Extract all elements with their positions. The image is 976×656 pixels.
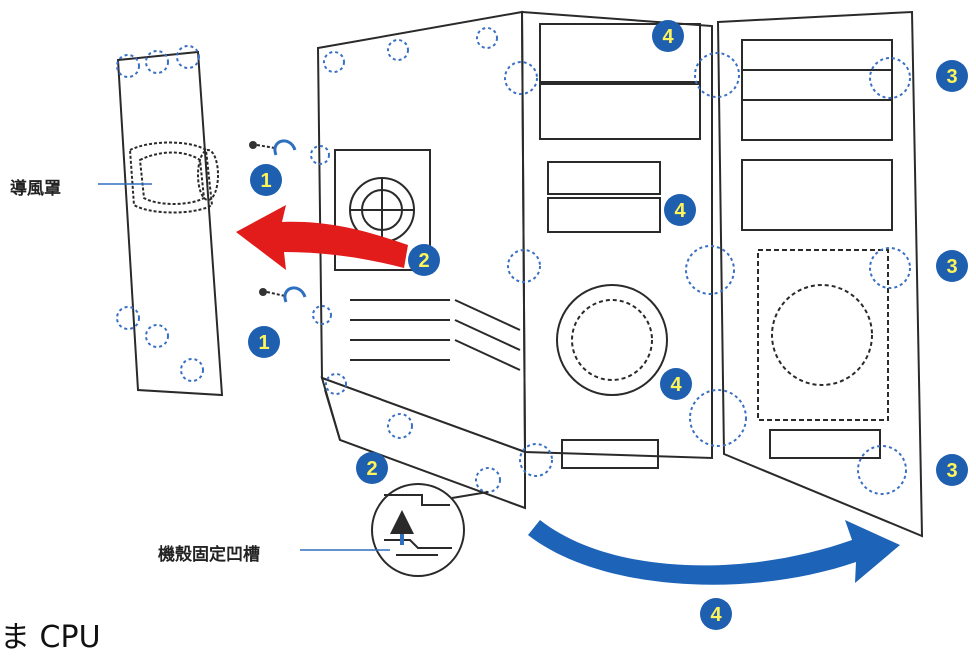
step-marker-number: 2 <box>366 458 377 480</box>
step-marker-number: 4 <box>710 604 722 626</box>
step-marker-2: 2 <box>408 244 440 276</box>
step-marker-number: 2 <box>418 250 429 272</box>
step-marker-circle <box>936 60 968 92</box>
step-markers: 1 1 2 2 3 3 3 4 4 4 4 <box>248 20 968 630</box>
blue-swing-arrow <box>528 520 900 585</box>
chassis-groove-label: 機殼固定凹槽 <box>158 545 260 565</box>
dotted-detail-circles <box>116 27 911 495</box>
step-marker-number: 3 <box>946 460 957 482</box>
step-marker-4: 4 <box>660 368 692 400</box>
step-marker-circle <box>408 244 440 276</box>
step-marker-number: 3 <box>946 66 957 88</box>
step-marker-4: 4 <box>664 194 696 226</box>
step-marker-3: 3 <box>936 250 968 282</box>
step-marker-number: 4 <box>662 26 674 48</box>
step-marker-circle <box>660 368 692 400</box>
step-marker-4: 4 <box>652 20 684 52</box>
step-marker-1: 1 <box>248 326 280 358</box>
step-marker-number: 3 <box>946 256 957 278</box>
step-marker-circle <box>652 20 684 52</box>
rotate-arrow-icon <box>273 139 307 303</box>
step-marker-1: 1 <box>250 164 282 196</box>
chassis-body <box>316 10 713 510</box>
step-marker-circle <box>936 454 968 486</box>
step-marker-circle <box>356 452 388 484</box>
step-marker-2: 2 <box>356 452 388 484</box>
footer-fragment-text: ま CPU <box>0 620 101 655</box>
step-marker-number: 1 <box>260 170 271 192</box>
step-marker-3: 3 <box>936 454 968 486</box>
step-marker-number: 1 <box>258 332 269 354</box>
air-duct-label: 導風罩 <box>10 179 61 199</box>
leader-lines <box>98 183 390 551</box>
groove-magnifier <box>371 483 489 577</box>
step-marker-circle <box>248 326 280 358</box>
step-marker-4: 4 <box>700 598 732 630</box>
step-marker-circle <box>250 164 282 196</box>
step-marker-3: 3 <box>936 60 968 92</box>
step-marker-circle <box>664 194 696 226</box>
screw-icon <box>249 141 286 297</box>
step-marker-circle <box>700 598 732 630</box>
step-marker-circle <box>936 250 968 282</box>
front-bezel <box>716 10 924 538</box>
step-marker-number: 4 <box>674 200 686 222</box>
step-marker-number: 4 <box>670 374 682 396</box>
red-removal-arrow <box>236 205 408 270</box>
side-panel <box>116 50 224 397</box>
